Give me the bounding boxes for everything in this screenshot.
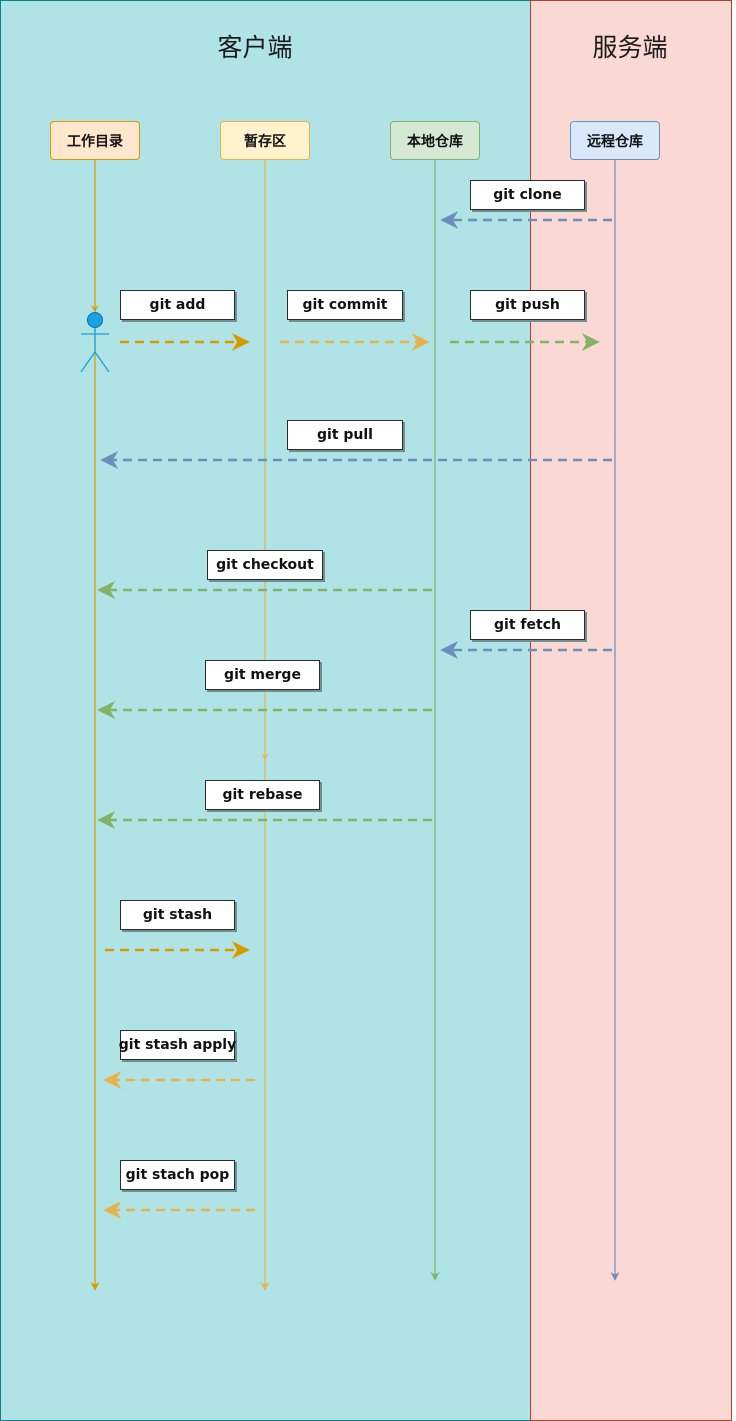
lane-label: 本地仓库: [407, 133, 463, 150]
cmd-git-stash-apply: git stash apply: [119, 1030, 236, 1060]
lane-staging-area: 暂存区: [220, 121, 310, 160]
cmd-git-checkout: git checkout: [207, 550, 323, 580]
cmd-git-stash: git stash: [120, 900, 235, 930]
cmd-git-commit: git commit: [287, 290, 403, 320]
lane-label: 暂存区: [244, 133, 286, 150]
server-zone-title: 服务端: [592, 33, 668, 62]
server-zone: [530, 0, 732, 1421]
cmd-git-add: git add: [120, 290, 235, 320]
staging-lifeline-arrow: [261, 753, 269, 760]
lane-label: 远程仓库: [587, 133, 643, 150]
cmd-git-clone: git clone: [470, 180, 585, 210]
working-dir-lifeline-arrow: [91, 305, 99, 312]
lane-local-repository: 本地仓库: [390, 121, 480, 160]
lane-remote-repository: 远程仓库: [570, 121, 660, 160]
cmd-git-pull: git pull: [287, 420, 403, 450]
client-zone-title: 客户端: [217, 33, 293, 62]
lane-working-directory: 工作目录: [50, 121, 140, 160]
cmd-git-fetch: git fetch: [470, 610, 585, 640]
cmd-git-push: git push: [470, 290, 585, 320]
cmd-git-rebase: git rebase: [205, 780, 320, 810]
cmd-git-merge: git merge: [205, 660, 320, 690]
lane-label: 工作目录: [67, 133, 123, 150]
cmd-git-stach-pop: git stach pop: [120, 1160, 235, 1190]
user-actor-icon: [80, 312, 110, 373]
